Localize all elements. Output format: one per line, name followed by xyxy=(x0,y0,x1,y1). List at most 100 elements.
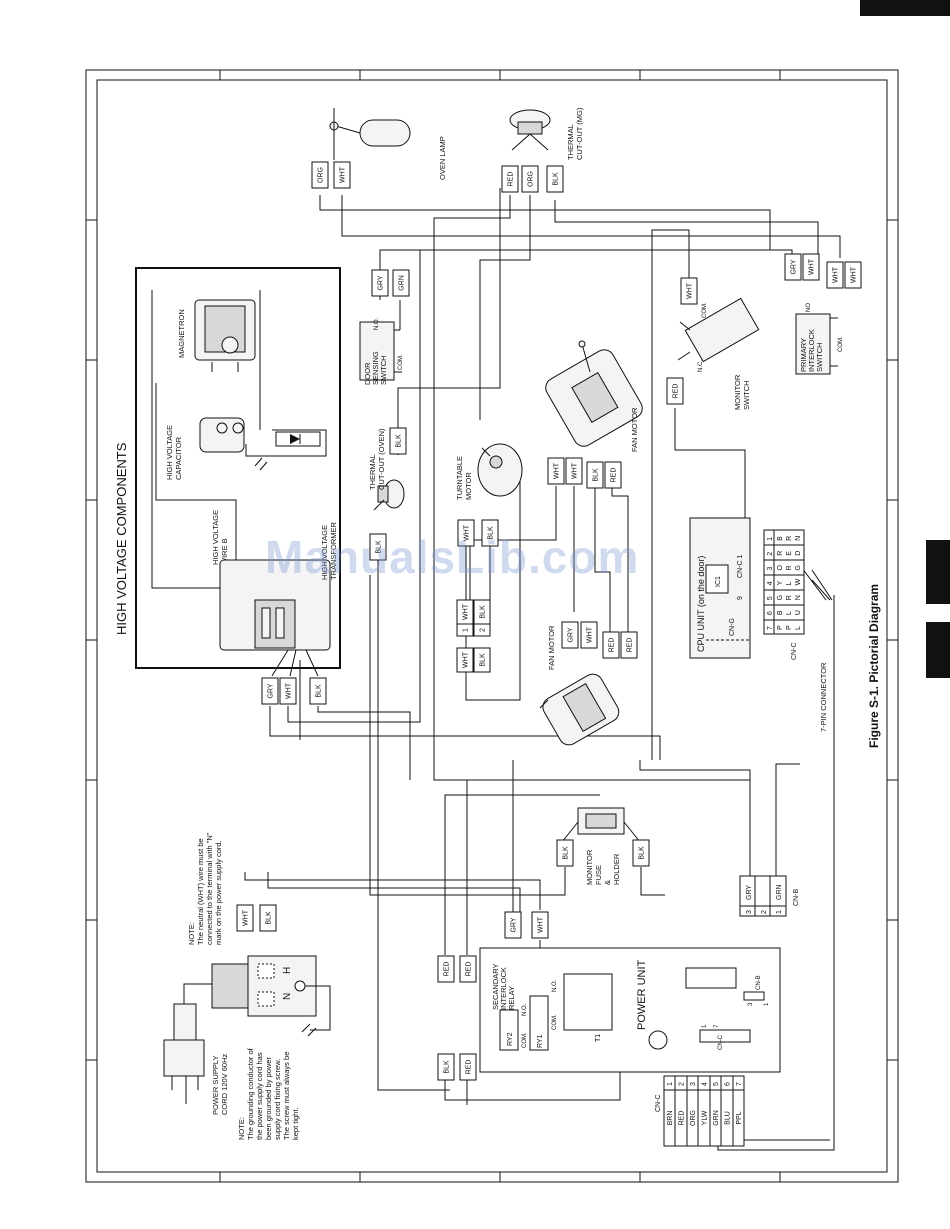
power-unit-box xyxy=(479,947,781,1073)
svg-text:BLK: BLK xyxy=(266,911,273,925)
tag-primary-wht: WHT xyxy=(802,253,820,281)
seven-pin-letter-1-0: B xyxy=(777,536,784,541)
svg-text:GRY: GRY xyxy=(568,627,575,642)
svg-text:WHT: WHT xyxy=(340,166,347,183)
svg-text:BLK: BLK xyxy=(480,653,487,667)
door-switch-com-label: COM. xyxy=(398,354,404,370)
monitor-switch-nc-label: N.C. xyxy=(698,360,704,372)
tag-fan-top-wht2: WHT xyxy=(565,457,583,485)
seven-pin-letter-2-1: E xyxy=(786,551,793,556)
seven-pin-num-2: 2 xyxy=(767,552,774,556)
seven-pin-letter-6-0: B xyxy=(777,610,784,615)
section-tab-upper xyxy=(926,540,950,604)
svg-text:RED: RED xyxy=(673,384,680,399)
seven-pin-letter-3-2: G xyxy=(795,565,802,570)
svg-text:BLK: BLK xyxy=(639,846,646,860)
cn-c-color-6: BLU xyxy=(725,1111,732,1125)
hv-transformer-label: HIGH VOLTAGE TRANSFORMER xyxy=(320,522,338,581)
seven-pin-letter-3-0: O xyxy=(777,565,784,571)
tag-fuse-blk2: BLK xyxy=(632,839,650,867)
tag-oven-blk: BLK xyxy=(389,427,407,455)
svg-text:BLK: BLK xyxy=(480,605,487,619)
fan-motor-left-icon xyxy=(539,673,620,746)
tag-primary-gry: GRY xyxy=(784,253,802,281)
tag-cord-wht: WHT xyxy=(236,904,254,932)
thermal-cutout-oven-icon xyxy=(373,479,405,511)
figure-caption: Figure S-1. Pictorial Diagram xyxy=(867,584,881,748)
cn-c-table xyxy=(663,1075,745,1147)
magnetron-icon xyxy=(194,299,256,372)
seven-pin-letter-2-2: D xyxy=(795,551,802,556)
tag-primary-wht2: WHT xyxy=(826,261,844,289)
oven-lamp-label: OVEN LAMP xyxy=(438,136,447,180)
svg-text:WHT: WHT xyxy=(286,682,293,699)
tag-fan-top-red: RED xyxy=(604,461,622,489)
tag-relay-red1: RED xyxy=(437,955,455,983)
tag-cord-blk: BLK xyxy=(259,904,277,932)
thermal-cutout-mg-label: THERMAL CUT-OUT (MG) xyxy=(566,107,584,160)
tag-conn-blk-b: BLK xyxy=(473,647,491,673)
power-cn-c-label: CN-C xyxy=(718,1034,724,1050)
seven-pin-letter-1-2: N xyxy=(795,536,802,541)
tag-power-red: RED xyxy=(459,1053,477,1081)
tag-hv-blk: BLK xyxy=(309,677,327,705)
svg-text:WHT: WHT xyxy=(851,266,858,283)
cn-c-pin-5: 5 xyxy=(713,1082,720,1086)
svg-text:GRN: GRN xyxy=(399,275,406,291)
cn-c-color-4: YLW xyxy=(702,1110,709,1125)
tag-turntable-wht: WHT xyxy=(457,519,475,547)
secondary-relay-label: SECANDARY INTERLOCK RELAY xyxy=(491,962,516,1011)
hv-diode-icon xyxy=(254,431,321,471)
seven-pin-num-5: 5 xyxy=(767,596,774,600)
note-neutral-wire: NOTE: The neutral (WHT) wire must be con… xyxy=(187,830,223,945)
svg-text:RED: RED xyxy=(627,638,634,653)
door-switch-no-label: N.O. xyxy=(374,317,380,330)
tag-turntable-blk: BLK xyxy=(481,519,499,547)
seven-pin-num-7: 7 xyxy=(767,626,774,630)
svg-text:WHT: WHT xyxy=(464,524,471,541)
power-cn-c-pin-1: 1 xyxy=(702,1024,708,1028)
tag-fan-top-blk: BLK xyxy=(586,461,604,489)
svg-text:ORG: ORG xyxy=(318,167,325,183)
svg-text:WHT: WHT xyxy=(554,462,561,479)
seven-pin-letter-4-2: W xyxy=(795,578,802,585)
svg-text:WHT: WHT xyxy=(463,603,470,620)
magnetron-label: MAGNETRON xyxy=(177,309,186,358)
cn-b-grn: GRN xyxy=(776,884,783,900)
seven-pin-letter-2-0: R xyxy=(777,551,784,556)
svg-text:GRY: GRY xyxy=(378,275,385,290)
cn-c-color-1: BRN xyxy=(667,1111,674,1126)
svg-text:WHT: WHT xyxy=(687,282,694,299)
power-cn-b-label: CN-B xyxy=(756,975,762,990)
svg-text:BLK: BLK xyxy=(488,526,495,540)
turntable-motor-label: TURNTABLE MOTOR xyxy=(455,454,473,500)
power-unit-label: POWER UNIT xyxy=(636,959,648,1030)
cn-c-pin-6: 6 xyxy=(725,1082,732,1086)
tag-mg-red: RED xyxy=(501,165,519,193)
seven-pin-letter-5-0: G xyxy=(777,595,784,600)
svg-text:RED: RED xyxy=(466,962,473,977)
turntable-motor-icon xyxy=(477,443,523,497)
svg-text:BLK: BLK xyxy=(444,1060,451,1074)
primary-no-label: NO xyxy=(806,303,812,312)
tag-fan-top-wht1: WHT xyxy=(547,457,565,485)
svg-text:BLK: BLK xyxy=(376,540,383,554)
note-grounding: NOTE: The grounding conductor of the pow… xyxy=(237,1046,300,1140)
primary-interlock-switch-icon xyxy=(795,313,838,375)
seven-pin-letter-4-1: L xyxy=(786,581,793,585)
fan-motor-left-label: FAN MOTOR xyxy=(547,625,556,670)
door-sensing-switch-label: DOOR SENSING SWITCH xyxy=(363,349,388,385)
cn-c-1-label: CN-C 1 xyxy=(737,555,744,578)
outer-frame xyxy=(85,69,899,1183)
cn-c-small-label: CN-C xyxy=(791,643,798,661)
inner-frame xyxy=(96,79,888,1173)
oven-lamp-icon xyxy=(329,108,411,160)
tag-fan-left-gry: GRY xyxy=(561,621,579,649)
thermal-cutout-oven-label: THERMAL CUT-OUT (OVEN) xyxy=(368,428,386,490)
seven-pin-letter-5-1: R xyxy=(786,595,793,600)
tag-fan-left-red2: RED xyxy=(620,631,638,659)
door-sensing-switch-icon xyxy=(359,321,402,381)
monitor-switch-icon xyxy=(677,297,760,363)
cn-c-color-7: PPL xyxy=(736,1111,743,1124)
